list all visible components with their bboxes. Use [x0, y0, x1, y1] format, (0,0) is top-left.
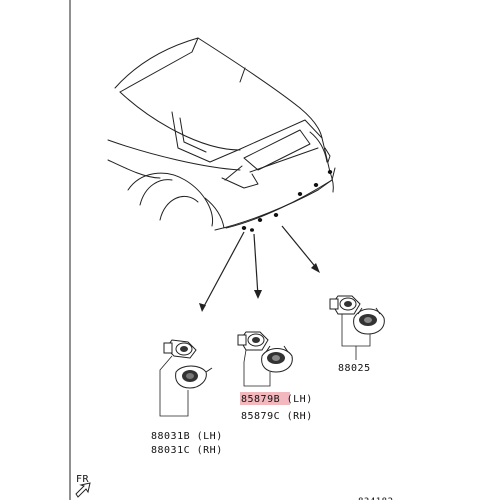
center-sensor-label-lh: 85879B (LH) [241, 394, 313, 405]
left-sensor-icon [163, 339, 197, 359]
front-arrow-icon [75, 482, 91, 498]
left-sensor-bezel-icon [175, 365, 213, 389]
orientation-label: FR [76, 474, 90, 485]
right-sensor-icon [329, 295, 361, 315]
left-sensor-label-lh: 88031B (LH) [151, 431, 223, 442]
center-sensor-label-highlight [240, 392, 290, 405]
diagram-ref-number: 834182 [358, 497, 394, 500]
center-sensor-icon [237, 331, 269, 351]
leader-arrows [199, 225, 320, 312]
right-sensor-group: 88025 [329, 295, 385, 374]
orientation-marker: FR [75, 474, 91, 498]
center-sensor-label-rh: 85879C (RH) [241, 411, 313, 422]
left-sensor-label-rh: 88031C (RH) [151, 445, 223, 456]
left-sensor-group: 88031B (LH) 88031C (RH) [151, 339, 223, 456]
center-sensor-group: 85879B (LH) 85879C (RH) [237, 331, 313, 422]
right-sensor-label: 88025 [338, 363, 371, 374]
center-sensor-bezel-icon [261, 345, 293, 373]
right-sensor-bezel-icon [353, 307, 385, 335]
vehicle-rear-illustration [107, 37, 336, 232]
